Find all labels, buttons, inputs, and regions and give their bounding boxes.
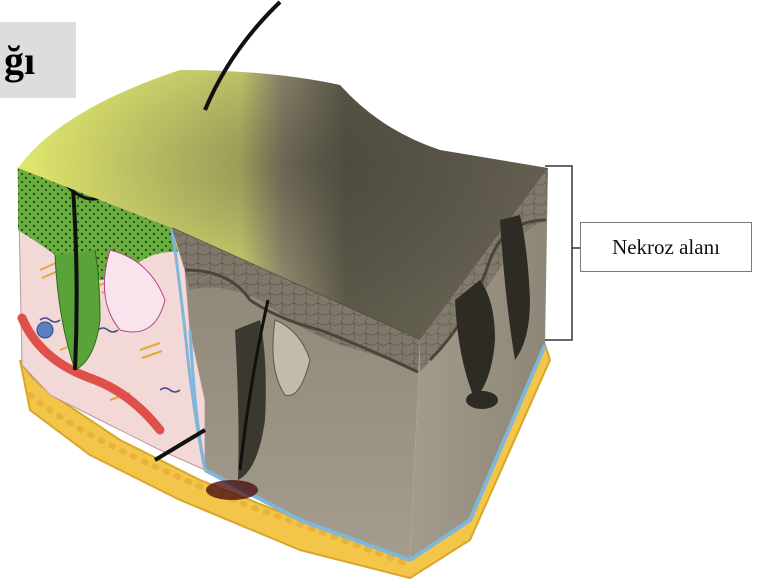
necrosis-label: Nekroz alanı xyxy=(580,222,752,272)
title-fragment: ğı xyxy=(0,22,76,98)
title-text: ğı xyxy=(4,37,35,84)
necrosis-bracket xyxy=(545,166,582,340)
necrosis-label-text: Nekroz alanı xyxy=(612,235,720,260)
